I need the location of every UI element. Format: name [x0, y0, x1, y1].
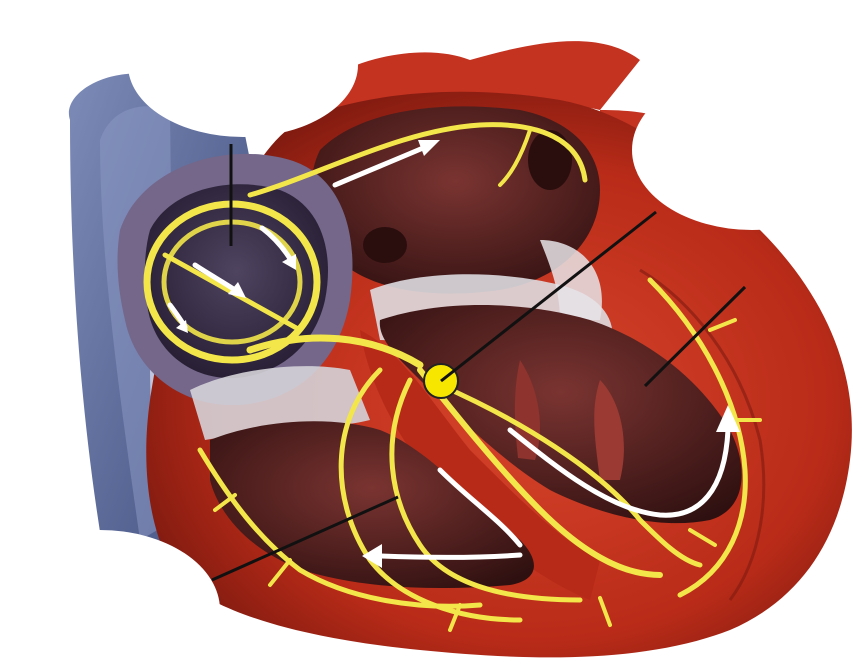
label-bubble-top-right [632, 70, 868, 230]
pulmonary-opening-2 [363, 227, 407, 263]
pulmonary-opening [528, 130, 572, 190]
arrow-icon [380, 555, 520, 557]
